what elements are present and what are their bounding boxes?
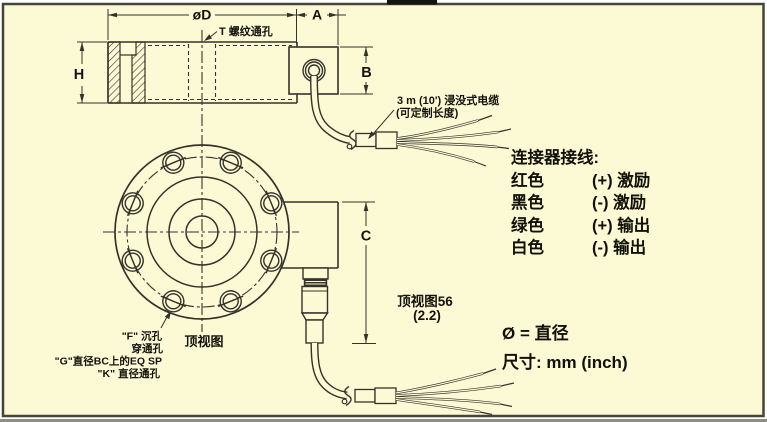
dimension-arrowheads (79, 12, 376, 343)
bolt-hole (160, 151, 187, 174)
bolt-hole (121, 247, 144, 274)
wiring-legend: 连接器接线: 红色 (+) 激励 黑色 (-) 激励 绿色 (+) 输出 白色 … (511, 147, 650, 260)
bolt-hole (217, 151, 244, 174)
wiring-row: 红色 (+) 激励 (511, 170, 650, 193)
hub-circle (146, 176, 258, 288)
connector (300, 267, 329, 344)
drawing-labels: øD A H B C T 螺纹通孔 3 m (10') 浸没式电缆 (可定制长度… (55, 7, 500, 381)
diameter-note: Ø = 直径 (502, 324, 569, 343)
units-line: 尺寸: mm (inch) (502, 353, 628, 372)
top-view-caption: 顶视图 (184, 334, 223, 349)
side-view-cross-section (107, 41, 512, 167)
hole-note-line3: "G"直径BC上的EQ SP (55, 355, 162, 368)
wire-color: 白色 (511, 239, 544, 257)
flange-outer-circle (114, 144, 290, 320)
wire-color: 绿色 (511, 216, 544, 235)
bolt-circle (126, 156, 278, 308)
wire-signal: (-) 输出 (592, 239, 647, 257)
bolt-hole (260, 190, 283, 217)
dim-label-a: A (312, 7, 322, 23)
bolt-hole (260, 247, 283, 274)
upper-wire-tips (473, 114, 512, 167)
hidden-thread-lines (148, 44, 292, 101)
cable-label-line1: 3 m (10') 浸没式电缆 (397, 93, 499, 107)
wiring-row: 白色 (-) 输出 (511, 237, 650, 260)
thread-hole-label: T 螺纹通孔 (219, 24, 273, 38)
cable-break-mark (349, 129, 357, 151)
hole-note-line4: "K" 直径通孔 (98, 367, 161, 380)
connector-dim-label-line1: 顶视图56 (397, 293, 453, 309)
bolt-hole (121, 190, 144, 217)
center-hole (185, 215, 219, 249)
cable-label-line2: (可定制长度) (396, 106, 459, 120)
bottom-strip (0, 419, 767, 422)
cable-break-mark (344, 385, 352, 407)
hole-note-line1: "F" 沉孔 (122, 330, 163, 343)
section-wall-left (107, 41, 121, 104)
wiring-title: 连接器接线: (511, 149, 599, 167)
centerlines (103, 30, 299, 332)
wire-color: 红色 (511, 171, 544, 190)
dim-label-od: øD (193, 7, 212, 23)
wire-signal: (+) 激励 (592, 171, 651, 190)
connector-dim-label-line2: (2.2) (413, 308, 441, 323)
dim-label-h: H (74, 67, 84, 83)
inner-circle (168, 198, 236, 266)
dim-label-b: B (361, 65, 371, 81)
wire-signal: (-) 激励 (592, 194, 647, 212)
wiring-row: 绿色 (+) 输出 (511, 215, 650, 238)
top-edge-artifact (387, 0, 437, 5)
wire-signal: (+) 输出 (592, 216, 651, 235)
connector-ribbed-ring (303, 278, 328, 288)
bolt-hole (217, 290, 244, 313)
hole-note-line2: 穿通孔 (132, 342, 164, 355)
bolt-hole (160, 290, 187, 313)
lower-wire-tips (479, 368, 515, 416)
units-note: Ø = 直径 尺寸: mm (inch) (502, 319, 628, 377)
wire-color: 黑色 (511, 194, 544, 212)
lower-cable (310, 342, 397, 407)
dim-label-c: C (361, 229, 372, 245)
wiring-row: 黑色 (-) 激励 (511, 192, 650, 215)
lower-wire-cores (395, 372, 502, 413)
top-view (114, 144, 515, 416)
upper-wire-cores (396, 119, 499, 163)
